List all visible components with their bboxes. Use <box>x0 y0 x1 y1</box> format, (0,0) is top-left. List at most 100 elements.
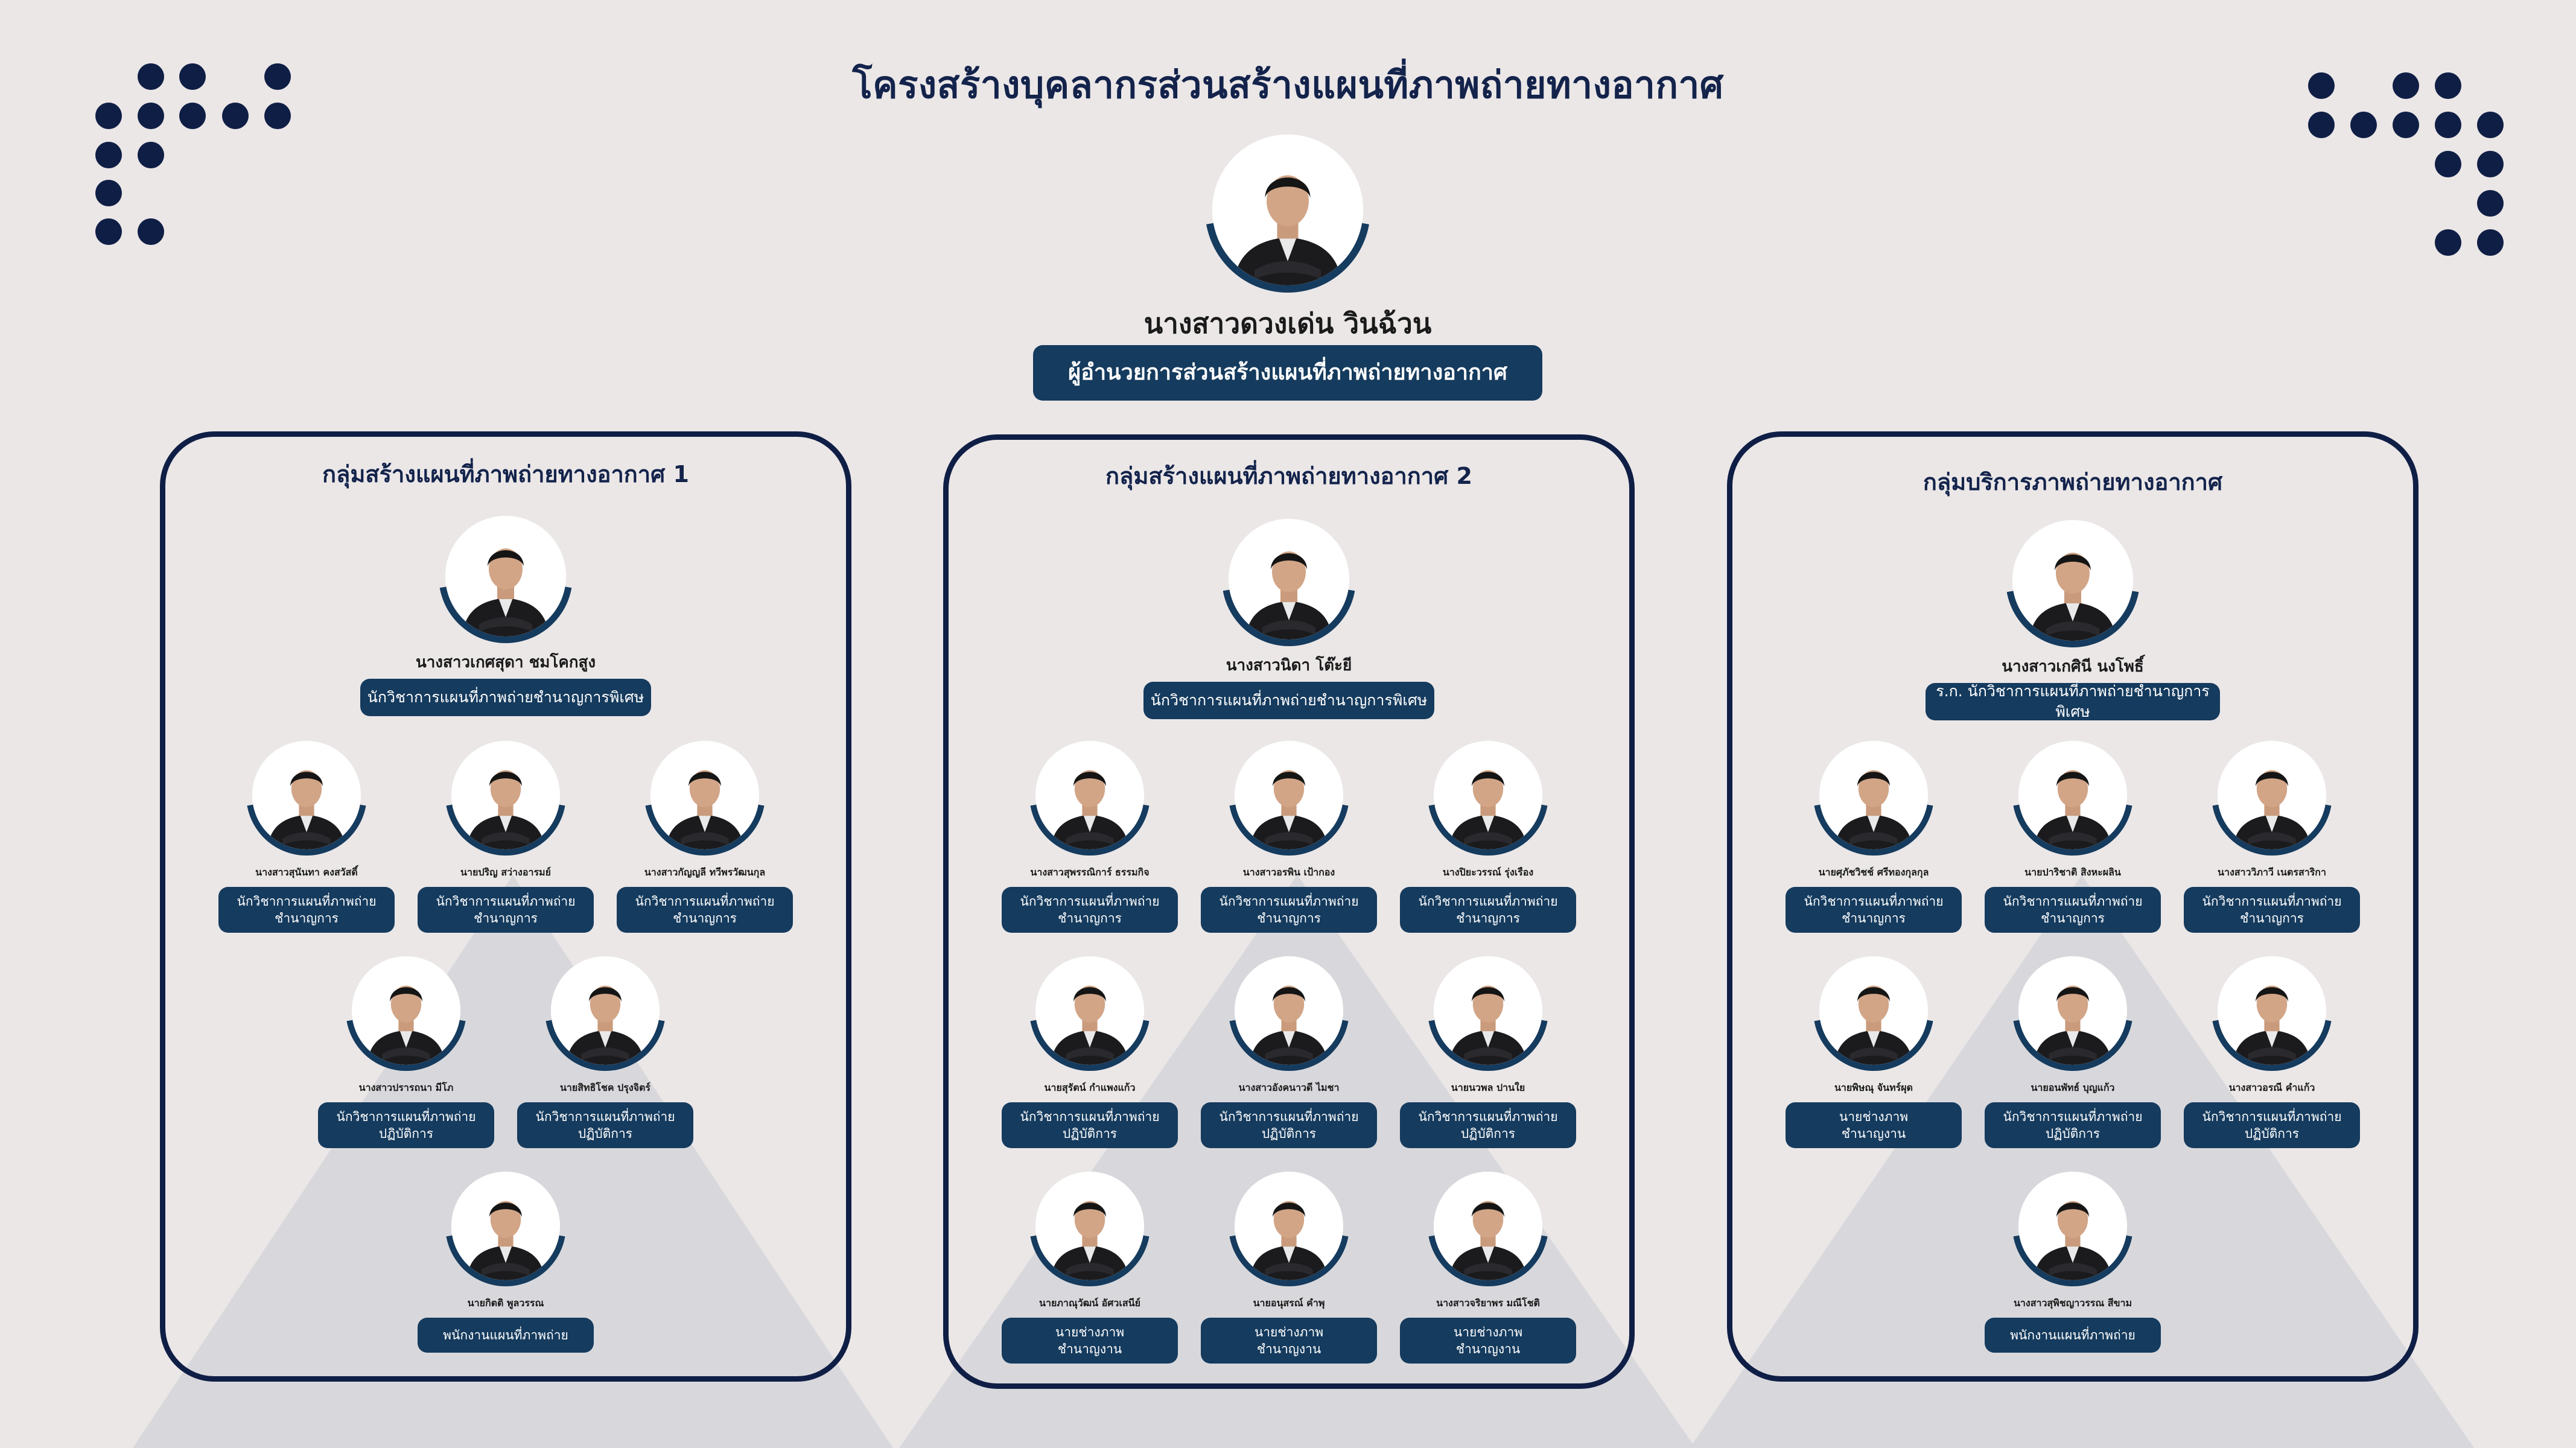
group-2-member-7-name: นายภาณุวัฒน์ อัศวเสนีย์ <box>1039 1297 1140 1309</box>
group-1-member-2-name: นายปริญ สว่างอารมย์ <box>460 866 551 878</box>
group-2-member-3-position-line: ชำนาญการ <box>1456 911 1520 926</box>
decorative-dot <box>138 142 164 168</box>
group-1-member-1-name: นางสาวสุนันทา คงสวัสดิ์ <box>255 866 358 878</box>
group-2-member-6-position-line: ปฏิบัติการ <box>1460 1126 1516 1141</box>
group-2-member-7-position-badge: นายช่างภาพชำนาญงาน <box>1002 1318 1178 1364</box>
group-3-member-3-position-line: นักวิชาการแผนที่ภาพถ่าย <box>2202 894 2342 909</box>
group-2-member-8-position-line: ชำนาญงาน <box>1256 1342 1321 1356</box>
decorative-dot <box>2393 112 2419 138</box>
group-panel-1 <box>160 431 851 1382</box>
group-3-member-4-position-badge: นายช่างภาพชำนาญงาน <box>1786 1102 1962 1148</box>
group-title-1: กลุ่มสร้างแผนที่ภาพถ่ายทางอากาศ 1 <box>322 461 689 487</box>
decorative-dot <box>264 103 291 129</box>
decorative-dot <box>2477 112 2504 138</box>
group-2-member-3-photo <box>1434 741 1542 849</box>
group-2-member-5-name: นางสาวอังคนาวดี ไมชา <box>1238 1082 1340 1093</box>
group-2-member-1-photo <box>1035 741 1144 849</box>
group-1-member-6-name: นายกิตติ พูลวรรณ <box>467 1297 544 1309</box>
group-2-member-4-name: นายสุรัตน์ กำแพงแก้ว <box>1044 1082 1136 1093</box>
group-2-member-8-position-line: นายช่างภาพ <box>1254 1324 1324 1339</box>
director-position-badge: ผู้อำนวยการส่วนสร้างแผนที่ภาพถ่ายทางอากา… <box>1033 345 1542 401</box>
group-2-member-8-photo <box>1235 1172 1343 1280</box>
group-2-member-7-photo <box>1035 1172 1144 1280</box>
group-3-member-1-position-line: ชำนาญการ <box>1842 911 1906 926</box>
decorative-dot <box>138 218 164 245</box>
group-3-member-5-name: นายอนพัทธ์ บุญแก้ว <box>2031 1082 2115 1093</box>
group-2-member-9-name: นางสาวจริยาพร มณีโชติ <box>1436 1297 1540 1309</box>
group-1-member-1-position-line: นักวิชาการแผนที่ภาพถ่าย <box>237 894 377 909</box>
group-1-member-6-position-line: พนักงานแผนที่ภาพถ่าย <box>443 1327 568 1342</box>
decorative-dot <box>2435 229 2461 256</box>
group-1-member-5-position-line: นักวิชาการแผนที่ภาพถ่าย <box>535 1109 675 1124</box>
group-1-member-4-name: นางสาวปรารถนา มีโภ <box>358 1082 454 1093</box>
group-2-member-9-photo <box>1434 1172 1542 1280</box>
group-3-member-6-photo <box>2218 956 2326 1065</box>
group-2-member-9-position-line: นายช่างภาพ <box>1453 1324 1523 1339</box>
group-panel-3 <box>1727 431 2419 1382</box>
director-photo <box>1212 135 1363 285</box>
group-2-member-7-position-line: ชำนาญงาน <box>1057 1342 1122 1356</box>
group-2-member-2-position-badge: นักวิชาการแผนที่ภาพถ่ายชำนาญการ <box>1201 887 1377 933</box>
group-3-member-1-position-line: นักวิชาการแผนที่ภาพถ่าย <box>1804 894 1944 909</box>
group-2-member-6-photo <box>1434 956 1542 1065</box>
decorative-dot <box>2477 151 2504 177</box>
decorative-dot <box>2435 112 2461 138</box>
group-2-head-position: นักวิชาการแผนที่ภาพถ่ายชำนาญการพิเศษ <box>1150 691 1428 710</box>
group-2-member-1-position-badge: นักวิชาการแผนที่ภาพถ่ายชำนาญการ <box>1002 887 1178 933</box>
group-2-member-2-photo <box>1235 741 1343 849</box>
decorative-dot <box>2477 229 2504 256</box>
group-3-member-6-name: นางสาวอรณี คำแก้ว <box>2228 1082 2315 1093</box>
group-3-member-5-position-badge: นักวิชาการแผนที่ภาพถ่ายปฏิบัติการ <box>1985 1102 2161 1148</box>
group-3-member-5-position-line: ปฏิบัติการ <box>2045 1126 2101 1141</box>
group-2-member-5-photo <box>1235 956 1343 1065</box>
group-3-member-3-position-badge: นักวิชาการแผนที่ภาพถ่ายชำนาญการ <box>2184 887 2360 933</box>
group-3-member-2-name: นายปาริชาติ สิงหะผลิน <box>2024 866 2121 878</box>
group-3-member-7-position-line: พนักงานแผนที่ภาพถ่าย <box>2010 1327 2136 1342</box>
group-1-member-2-position-line: ชำนาญการ <box>474 911 538 926</box>
group-3-member-6-position-line: นักวิชาการแผนที่ภาพถ่าย <box>2202 1109 2342 1124</box>
group-2-member-8-name: นายอนุสรณ์ คำพุ <box>1253 1297 1325 1309</box>
decorative-dot <box>222 103 249 129</box>
group-3-member-2-position-line: ชำนาญการ <box>2041 911 2105 926</box>
decorative-dot <box>2393 72 2419 99</box>
group-2-member-4-position-line: ปฏิบัติการ <box>1062 1126 1118 1141</box>
group-2-member-1-name: นางสาวสุพรรณิการ์ ธรรมกิจ <box>1030 866 1150 878</box>
group-3-head-position-badge: ร.ก. นักวิชาการแผนที่ภาพถ่ายชำนาญการพิเศ… <box>1926 682 2220 720</box>
group-1-member-4-position-badge: นักวิชาการแผนที่ภาพถ่ายปฏิบัติการ <box>318 1102 494 1148</box>
decorative-dot <box>95 142 122 168</box>
decorative-dot <box>179 63 206 90</box>
group-1-member-2-photo <box>451 741 560 849</box>
group-2-member-1-position-line: ชำนาญการ <box>1058 911 1122 926</box>
group-3-member-2-position-badge: นักวิชาการแผนที่ภาพถ่ายชำนาญการ <box>1985 887 2161 933</box>
group-3-member-3-name: นางสาววิภาวี เนตรสาริกา <box>2218 866 2326 878</box>
group-3-member-2-photo <box>2018 741 2127 849</box>
group-3-head-position: ร.ก. นักวิชาการแผนที่ภาพถ่ายชำนาญการพิเศ… <box>1936 682 2210 720</box>
group-2-head-position-badge: นักวิชาการแผนที่ภาพถ่ายชำนาญการพิเศษ <box>1143 682 1434 719</box>
group-1-member-3-position-badge: นักวิชาการแผนที่ภาพถ่ายชำนาญการ <box>617 887 793 933</box>
group-3-member-2-position-line: นักวิชาการแผนที่ภาพถ่าย <box>2003 894 2143 909</box>
page-title: โครงสร้างบุคลากรส่วนสร้างแผนที่ภาพถ่ายทา… <box>852 63 1724 107</box>
group-2-member-4-position-badge: นักวิชาการแผนที่ภาพถ่ายปฏิบัติการ <box>1002 1102 1178 1148</box>
group-3-member-3-photo <box>2218 741 2326 849</box>
group-1-member-4-position-line: ปฏิบัติการ <box>378 1126 434 1141</box>
group-1-member-5-position-line: ปฏิบัติการ <box>577 1126 633 1141</box>
group-3-member-1-photo <box>1819 741 1928 849</box>
decorative-dot <box>2308 112 2335 138</box>
group-3-member-4-name: นายพิษณุ จันทร์ผุด <box>1834 1082 1913 1093</box>
decorative-dot <box>2435 151 2461 177</box>
group-2-member-4-photo <box>1035 956 1144 1065</box>
group-2-member-5-position-line: ปฏิบัติการ <box>1261 1126 1317 1141</box>
group-3-member-1-name: นายศุภัชวิชช์ ศรีทองกุลกุล <box>1818 866 1929 878</box>
group-2-member-7-position-line: นายช่างภาพ <box>1055 1324 1125 1339</box>
group-3-head-photo <box>2012 520 2133 641</box>
group-3-member-7-name: นางสาวสุพิชญาวรรณ สีขาม <box>2013 1297 2132 1309</box>
decorative-dot <box>95 103 122 129</box>
group-2-member-9-position-line: ชำนาญงาน <box>1455 1342 1521 1356</box>
group-1-member-5-name: นายสิทธิโชค ปรุงจิตร์ <box>559 1082 651 1093</box>
decorative-dot <box>2308 72 2335 99</box>
director-name: นางสาวดวงเด่น วินฉ้วน <box>1143 307 1432 340</box>
group-2-member-2-name: นางสาวอรพิน เป้ากอง <box>1242 866 1335 878</box>
decorative-dot <box>264 63 291 90</box>
group-3-member-1-position-badge: นักวิชาการแผนที่ภาพถ่ายชำนาญการ <box>1786 887 1962 933</box>
group-3-member-4-photo <box>1819 956 1928 1065</box>
